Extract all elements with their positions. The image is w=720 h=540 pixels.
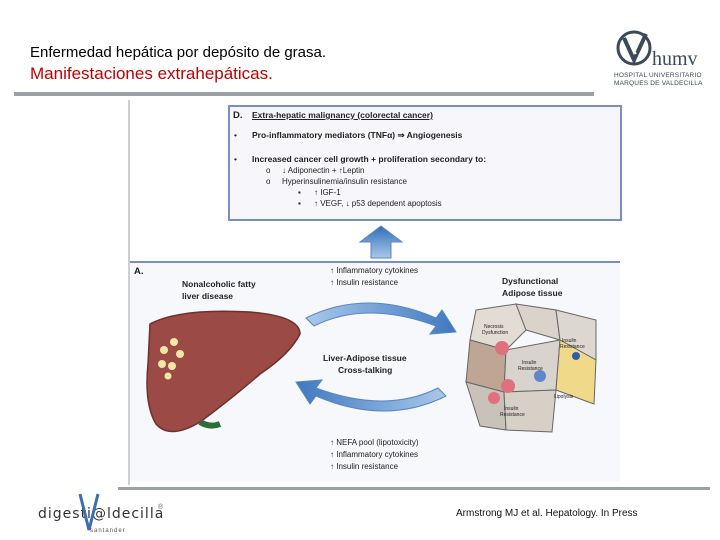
cell-necrosis-label2: Dysfunction	[482, 330, 509, 336]
adipose-title-line1: Dysfunctional	[502, 276, 559, 286]
panel-d-sub4: ↑ VEGF, ↓ p53 dependent apoptosis	[314, 199, 442, 208]
top-arrow-text2: ↑ Insulin resistance	[330, 278, 399, 287]
cell-ir3-label2: Resistance	[500, 412, 525, 418]
panel-d	[228, 105, 622, 221]
liver-title-line1: Nonalcoholic fatty	[182, 279, 256, 289]
sub-bullet: o	[266, 166, 271, 175]
panel-a-label: A.	[134, 266, 144, 277]
cell-necrosis-label1: Necrosis	[484, 324, 504, 330]
liver-icon	[146, 310, 301, 433]
panel-d-sub2: Hyperinsulinemia/insulin resistance	[282, 177, 407, 186]
humv-logo-icon	[616, 30, 652, 66]
sub-bullet: o	[266, 177, 271, 186]
humv-logo-text: humv	[652, 48, 698, 70]
bullet: •	[234, 154, 237, 164]
header-divider	[14, 92, 594, 96]
panel-d-item1: Pro-inflammatory mediators (TNFα) ⇒ Angi…	[252, 130, 463, 140]
cell-ir3-label1: Insulin	[504, 406, 519, 412]
crosstalk-line1: Liver-Adipose tissue	[323, 353, 407, 363]
cell-ir-label2: Resistance	[560, 344, 585, 350]
liver-title-line2: liver disease	[182, 291, 234, 301]
bullet: •	[234, 130, 237, 140]
slide-title: Enfermedad hepática por depósito de gras…	[30, 44, 327, 61]
digestivaldecilla-logo-sub: santander	[90, 528, 126, 534]
footer-divider	[118, 487, 710, 490]
sub-bullet: ▪	[298, 188, 301, 197]
panel-d-sub3: ↑ IGF-1	[314, 188, 341, 197]
slide-subtitle: Manifestaciones extrahepáticas.	[30, 64, 273, 83]
cell-ir-label1: Insulin	[562, 338, 577, 344]
panel-d-label: D.	[233, 110, 243, 121]
up-arrow-icon	[358, 225, 404, 259]
sub-bullet: ▪	[298, 199, 301, 208]
digestivaldecilla-logo-text: digesti@ldecilla	[38, 506, 165, 522]
panel-d-heading: Extra-hepatic malignancy (colorectal can…	[252, 110, 433, 120]
panel-d-sub1: ↓ Adiponectin + ↑Leptin	[282, 166, 365, 175]
cell-ir2-label2: Resistance	[518, 366, 543, 372]
top-arrow-text1: ↑ Inflammatory cytokines	[330, 266, 419, 275]
bottom-arrow-text2: ↑ Inflammatory cytokines	[330, 450, 419, 459]
cell-lipolysis-label: Lipolysis	[554, 394, 574, 400]
panel-d-item2: Increased cancer cell growth + prolifera…	[252, 154, 487, 164]
adipose-tissue-icon	[465, 303, 597, 433]
bottom-arrow-text1: ↑ NEFA pool (lipotoxicity)	[330, 438, 419, 447]
humv-logo-line2: MARQUES DE VALDECILLA	[614, 80, 703, 87]
cell-ir2-label1: Insulin	[522, 360, 537, 366]
digestivaldecilla-v-icon	[78, 493, 100, 531]
bottom-arrow-text3: ↑ Insulin resistance	[330, 462, 399, 471]
humv-logo-line1: HOSPITAL UNIVERSITARIO	[614, 72, 702, 79]
crosstalk-arrows-icon	[295, 302, 457, 412]
adipose-title-line2: Adipose tissue	[502, 288, 563, 298]
citation-text: Armstrong MJ et al. Hepatology. In Press	[456, 508, 638, 519]
registered-mark: ®	[158, 504, 164, 511]
crosstalk-line2: Cross-talking	[338, 365, 393, 375]
